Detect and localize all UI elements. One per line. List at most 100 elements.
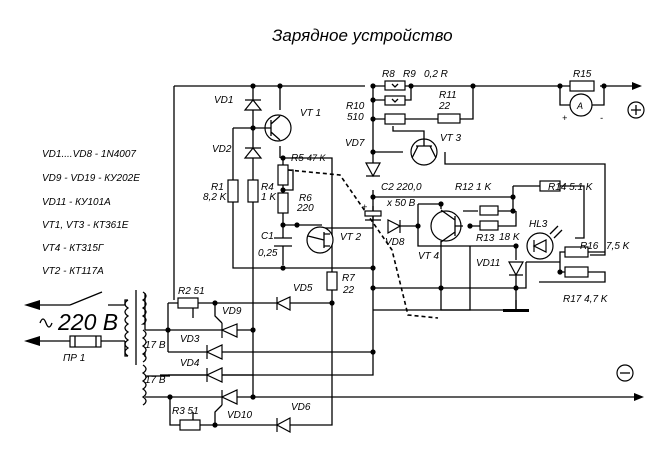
component-label: VD8	[385, 237, 405, 248]
led-hl3	[526, 225, 563, 260]
component-label: R1	[211, 182, 224, 193]
component-label: C2 220,0	[381, 182, 422, 193]
legend-line: VD11 - КУ101А	[42, 197, 111, 208]
component-label: R2 51	[178, 286, 205, 297]
component-label: VT 2	[340, 232, 362, 243]
diode-vd6	[275, 416, 291, 434]
component-labels: VD1 VD2 VT 1 R1 8,2 K R4 1 K R5 47 K R6 …	[145, 69, 631, 421]
legend-line: VT2 - КТ117А	[42, 266, 104, 277]
component-label: 1 K	[261, 192, 277, 203]
diode-vd8	[387, 219, 402, 235]
component-label: R15	[573, 69, 592, 80]
resistor-r6	[277, 192, 289, 214]
component-label: R10	[346, 101, 365, 112]
diodes	[205, 99, 525, 434]
component-label: 7,5 K	[606, 241, 631, 252]
resistors	[177, 80, 595, 431]
resistor-r5	[277, 164, 289, 186]
component-label: x 50 B	[386, 198, 416, 209]
thyristor-vd9	[220, 323, 238, 338]
component-label: R6	[299, 193, 312, 204]
component-label: HL3	[529, 219, 548, 230]
component-label: R16	[580, 241, 599, 252]
capacitor-c2	[364, 210, 382, 217]
component-label: VD6	[291, 402, 311, 413]
component-label: R3 51	[172, 406, 199, 417]
diode-vd1	[243, 99, 263, 111]
resistor-r12	[479, 205, 499, 216]
resistor-r15	[569, 80, 595, 92]
component-label: VD3	[180, 334, 200, 345]
resistor-r17	[564, 266, 589, 278]
dashed-link	[287, 169, 439, 319]
component-label: VD9	[222, 306, 242, 317]
component-label: 220	[296, 203, 314, 214]
resistor-r4	[247, 179, 259, 203]
fuse-pr1	[69, 335, 102, 348]
legend-line: VD1....VD8 - 1N4007	[42, 149, 136, 160]
component-label: 47 K	[307, 153, 327, 163]
diode-vd4	[205, 367, 223, 383]
mains-input: 220 В ПР 1	[24, 300, 118, 364]
component-label: R9	[403, 69, 416, 80]
component-label: VD4	[180, 358, 200, 369]
legend-line: VT1, VT3 - КТ361Е	[42, 220, 129, 231]
ammeter-label: A	[576, 101, 583, 111]
resistor-r1	[227, 179, 239, 203]
resistor-r13	[479, 220, 499, 231]
transistor-vt2	[306, 226, 334, 254]
component-label: R5	[291, 153, 304, 164]
component-label: -	[600, 113, 603, 123]
component-label: 17 В	[145, 340, 166, 351]
resistor-r11	[437, 113, 461, 124]
resistor-r9	[384, 95, 406, 106]
transistor-vt3	[410, 138, 438, 166]
component-label: 22	[438, 101, 451, 112]
transistor-vt4	[430, 209, 463, 243]
transistors	[264, 114, 563, 260]
resistor-r16	[564, 246, 589, 258]
diode-vd7	[364, 162, 382, 178]
junction-dots	[165, 83, 607, 428]
thyristor-vd10	[220, 389, 238, 405]
component-label: 17 В	[145, 375, 166, 386]
component-label: 510	[347, 112, 364, 123]
component-label: VD7	[345, 138, 365, 149]
diode-vd3	[205, 344, 223, 360]
resistor-r2	[177, 297, 199, 309]
svg-text:+: +	[362, 202, 367, 212]
component-label: VT 1	[300, 108, 321, 119]
component-label: VT 4	[418, 251, 440, 262]
schematic-title: Зарядное устройство	[272, 26, 453, 45]
component-label: VD2	[212, 144, 232, 155]
resistor-r3	[179, 419, 201, 431]
resistor-r14	[539, 180, 561, 192]
capacitor-c1	[274, 237, 292, 247]
fuse-label: ПР 1	[63, 353, 85, 364]
legend-line: VD9 - VD19 - КУ202Е	[42, 173, 140, 184]
component-label: R4	[261, 182, 274, 193]
ammeter: A + -	[559, 86, 605, 123]
component-label: 0,25	[258, 248, 278, 259]
component-label: VD11	[476, 258, 500, 269]
component-label: VD1	[214, 95, 233, 106]
component-label: 0,2 R	[424, 69, 448, 80]
diode-vd2	[243, 147, 263, 159]
component-label: R17 4,7 K	[563, 294, 609, 305]
transistor-vt1	[264, 114, 292, 142]
component-label: R8	[382, 69, 395, 80]
component-label: VT 3	[440, 133, 462, 144]
mains-voltage-label: 220 В	[57, 309, 118, 335]
thyristor-vd11	[507, 261, 525, 277]
component-legend: VD1....VD8 - 1N4007 VD9 - VD19 - КУ202Е …	[42, 149, 140, 277]
capacitors: +	[274, 202, 382, 247]
resistor-r8	[384, 80, 406, 91]
component-label: 22	[342, 285, 355, 296]
component-label: VD10	[227, 410, 252, 421]
component-label: 8,2 K	[203, 192, 228, 203]
component-label: 18 K	[499, 232, 521, 243]
component-label: VD5	[293, 283, 313, 294]
ground-symbol	[503, 309, 529, 312]
resistor-r10	[384, 113, 406, 125]
component-label: R11	[439, 90, 457, 101]
